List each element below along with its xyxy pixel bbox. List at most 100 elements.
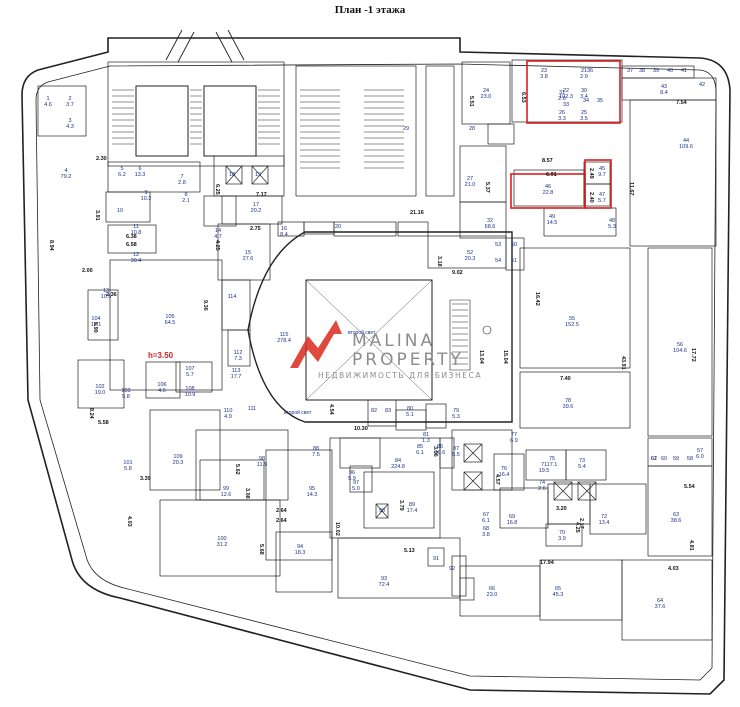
- room-1-area: 4.6: [44, 102, 52, 108]
- room-108-number: 108: [185, 386, 194, 392]
- room-75-number: 75: [549, 456, 555, 462]
- room-39-number: 39: [653, 68, 659, 74]
- outer-walls: [21, 37, 731, 695]
- room-114-number: 114: [228, 294, 237, 300]
- dimension-label: 17.94: [540, 560, 555, 566]
- room-41-number: 41: [681, 68, 687, 74]
- room-14-area: 4.7: [214, 234, 222, 240]
- room-48-area: 5.3: [608, 224, 616, 230]
- room-68-number: 68: [483, 526, 489, 532]
- room-44-number: 44: [683, 138, 689, 144]
- room-59-number: 59: [673, 456, 679, 462]
- room-25-area: 3.5: [580, 116, 588, 122]
- room-12-area: 30.4: [131, 258, 142, 264]
- dimension-label: 6.91: [546, 172, 557, 178]
- dimension-label: 3.08: [244, 488, 250, 499]
- plan-title: План -1 этажа: [334, 4, 406, 16]
- dimension-label: 10.02: [334, 522, 340, 536]
- dimension-label: 10.30: [354, 426, 368, 432]
- room-22-number: 22: [563, 88, 569, 94]
- room-5-number: 5: [120, 166, 123, 172]
- room-15-area: 27.6: [243, 256, 254, 262]
- room-58-number: 58: [687, 456, 693, 462]
- room-97-number: 97: [353, 480, 359, 486]
- dimension-label: 3.18: [436, 256, 442, 267]
- room-5-area: 6.2: [118, 172, 126, 178]
- room-104-number: 104: [91, 316, 100, 322]
- room-76-number: 76: [501, 466, 507, 472]
- room-4-number: 4: [64, 168, 67, 174]
- room-105-area: 64.5: [165, 320, 176, 326]
- room-94-number: 94: [297, 544, 303, 550]
- highlighted-room-22[interactable]: [526, 60, 621, 124]
- dimension-label: 4.54: [328, 404, 334, 416]
- dimension-label: 4.25: [214, 240, 220, 251]
- dimension-label: 3.20: [556, 506, 567, 512]
- dimension-label: 3.39: [140, 476, 151, 482]
- atrium-stair: [449, 299, 492, 371]
- room-19-number: 19: [255, 172, 261, 178]
- room-2-number: 2: [68, 96, 71, 102]
- room-13-number: 13: [103, 288, 109, 294]
- room-21-number: 21: [581, 68, 587, 74]
- room-102-area: 19.0: [95, 390, 106, 396]
- room-60-number: 60: [661, 456, 667, 462]
- room-69-number: 69: [509, 514, 515, 520]
- room-86-number: 86: [437, 444, 443, 450]
- dimension-label: 5.68: [258, 544, 264, 555]
- room-45-area: 9.7: [598, 172, 606, 178]
- room-2-area: 3.7: [66, 102, 74, 108]
- room-9-number: 9: [144, 190, 147, 196]
- dimension-label: 5.62: [234, 464, 240, 475]
- room-100-area: 31.2: [217, 542, 228, 548]
- room-77-area: 6.9: [510, 438, 518, 444]
- room-30-area: 3.4: [580, 94, 588, 100]
- room-73-area: 5.4: [578, 464, 586, 470]
- room-110-number: 110: [224, 408, 233, 414]
- room-66-area: 23.0: [487, 592, 498, 598]
- room-91-number: 91: [433, 556, 439, 562]
- room-78-area: 39.6: [563, 404, 574, 410]
- room-11-number: 11: [133, 224, 139, 230]
- watermark: MALINA PROPERTY НЕДВИЖИМОСТЬ ДЛЯ БИЗНЕСА: [290, 320, 481, 380]
- room-110-area: 4.9: [224, 414, 232, 420]
- room-17-number: 17: [253, 202, 259, 208]
- room-103-number: 103: [121, 388, 130, 394]
- dimension-label: 7.17: [256, 192, 267, 198]
- dimension-label: 4.03: [668, 566, 679, 572]
- room-7-area: 2.8: [178, 180, 186, 186]
- dimension-label: 13.04: [478, 350, 484, 365]
- room-31-number: 31: [559, 90, 565, 96]
- room-74-number: 74: [539, 480, 545, 486]
- dimension-label: 2.36: [106, 292, 117, 298]
- room-51-number: 51: [511, 258, 517, 264]
- room-26-area: 3.3: [558, 116, 566, 122]
- room-73-number: 73: [579, 458, 585, 464]
- room-94-area: 18.3: [295, 550, 306, 556]
- room-106-area: 4.6: [158, 388, 166, 394]
- highlighted-room-45-47[interactable]: [584, 159, 612, 209]
- dimension-label: 7.40: [560, 376, 571, 382]
- room-99-number: 99: [223, 486, 229, 492]
- room-75-area: 17.1: [547, 462, 558, 468]
- room-37-number: 37: [627, 68, 633, 74]
- room-96-area: 5.9: [348, 476, 356, 482]
- dimension-label: 5.58: [98, 420, 109, 426]
- room-40-number: 40: [667, 68, 673, 74]
- room-49-number: 49: [549, 214, 555, 220]
- dimension-label: 2.00: [82, 268, 93, 274]
- dimension-label: 6.25: [214, 184, 220, 195]
- room-61-number: 61: [651, 456, 657, 462]
- room-112-number: 112: [234, 350, 243, 356]
- room-65-area: 45.3: [553, 592, 564, 598]
- room-16-number: 16: [281, 226, 287, 232]
- dimension-label: 4.25: [574, 522, 580, 533]
- room-90-number: 90: [379, 508, 385, 514]
- room-36-number: 36: [587, 68, 593, 74]
- room-17-area: 20.2: [251, 208, 262, 214]
- room-21-area: 2.9: [580, 74, 588, 80]
- room-24-area: 23.0: [481, 94, 492, 100]
- room-88-area: 7.5: [312, 452, 320, 458]
- room-86-area: 10.6: [435, 450, 446, 456]
